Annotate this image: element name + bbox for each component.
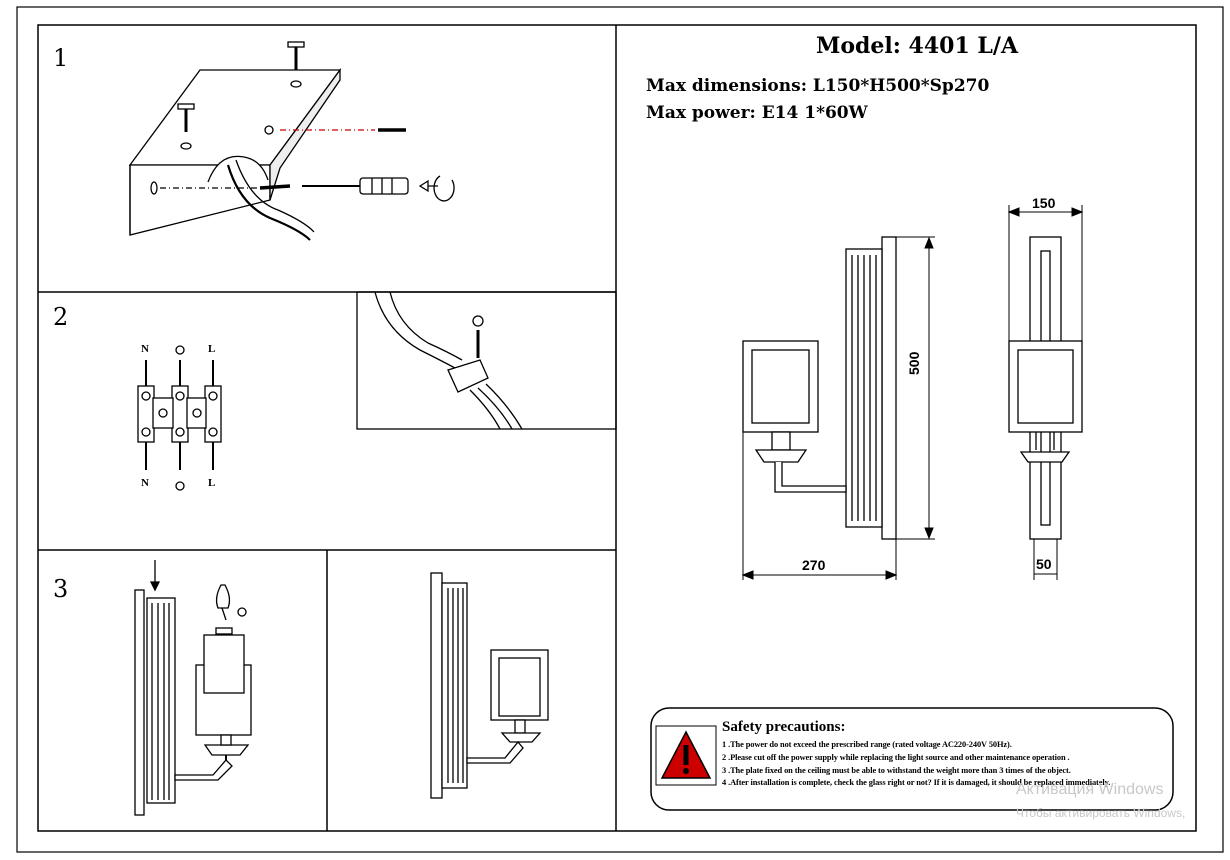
step-number-3: 3 bbox=[53, 575, 69, 603]
dimension-depth: 50 bbox=[1036, 556, 1052, 572]
safety-line-4: 4 .After installation is complete, check… bbox=[722, 778, 1111, 787]
wire-label-n-bottom: N bbox=[141, 477, 149, 489]
wire-label-n-top: N bbox=[141, 343, 149, 355]
step-number-1: 1 bbox=[53, 44, 69, 72]
safety-line-1: 1 .The power do not exceed the prescribe… bbox=[722, 740, 1012, 749]
max-dimensions: Max dimensions: L150*H500*Sp270 bbox=[646, 76, 990, 96]
windows-activation-watermark: Активация Windows bbox=[1016, 781, 1164, 798]
dimension-height: 500 bbox=[906, 351, 922, 375]
safety-title: Safety precautions: bbox=[722, 719, 846, 735]
step-number-2: 2 bbox=[53, 303, 69, 331]
max-power: Max power: E14 1*60W bbox=[646, 103, 868, 123]
assembled-lamp-illustration bbox=[430, 572, 549, 799]
dimension-projection: 270 bbox=[802, 557, 826, 573]
terminal-block-illustration bbox=[137, 345, 222, 491]
bulb-installation-illustration bbox=[134, 560, 252, 816]
safety-line-2: 2 .Please cut off the power supply while… bbox=[722, 753, 1070, 762]
dimension-width: 150 bbox=[1032, 195, 1056, 211]
front-view-drawing bbox=[1008, 236, 1083, 540]
windows-activation-hint: Чтобы активировать Windows, bbox=[1016, 806, 1186, 820]
cable-connection-illustration bbox=[374, 291, 523, 430]
inner-border bbox=[37, 24, 1197, 832]
safety-line-3: 3 .The plate fixed on the ceiling must b… bbox=[722, 766, 1071, 775]
wire-label-l-top: L bbox=[208, 343, 216, 355]
bracket-mounting-illustration bbox=[128, 41, 455, 241]
wire-label-l-bottom: L bbox=[208, 477, 216, 489]
safety-box bbox=[650, 707, 1174, 811]
dimension-lines bbox=[741, 205, 1084, 580]
outer-border bbox=[16, 6, 1224, 853]
side-view-drawing bbox=[742, 236, 897, 540]
model-title: Model: 4401 L/A bbox=[816, 33, 1019, 59]
